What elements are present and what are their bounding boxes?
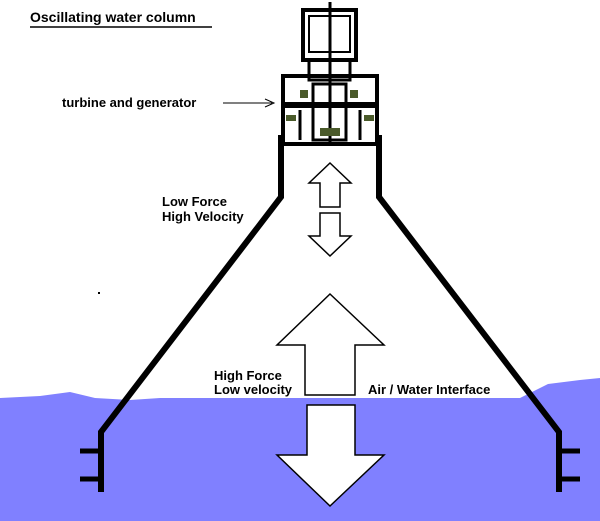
left-wall bbox=[98, 135, 284, 492]
low-force-label: Low Force bbox=[162, 194, 227, 209]
turbine-label: turbine and generator bbox=[62, 95, 196, 110]
turbine-housing bbox=[281, 102, 379, 146]
turbine-generator-assembly bbox=[281, 2, 379, 146]
high-force-label: High Force bbox=[214, 368, 282, 383]
shaft-coupling bbox=[307, 58, 352, 82]
turbine-rotor bbox=[311, 82, 348, 142]
speck bbox=[98, 292, 100, 294]
turbine-pointer-head bbox=[264, 98, 276, 108]
diagram-title: Oscillating water column bbox=[30, 9, 196, 25]
housing-texture bbox=[286, 90, 374, 136]
small-up-arrow bbox=[307, 161, 353, 208]
water-body bbox=[0, 378, 600, 521]
low-velocity-label: Low velocity bbox=[214, 382, 293, 397]
large-up-arrow bbox=[275, 292, 386, 396]
right-wall bbox=[376, 135, 562, 492]
high-velocity-label: High Velocity bbox=[162, 209, 244, 224]
small-down-arrow bbox=[307, 212, 353, 258]
air-water-interface-label: Air / Water Interface bbox=[368, 382, 490, 397]
large-down-arrow bbox=[275, 404, 386, 508]
